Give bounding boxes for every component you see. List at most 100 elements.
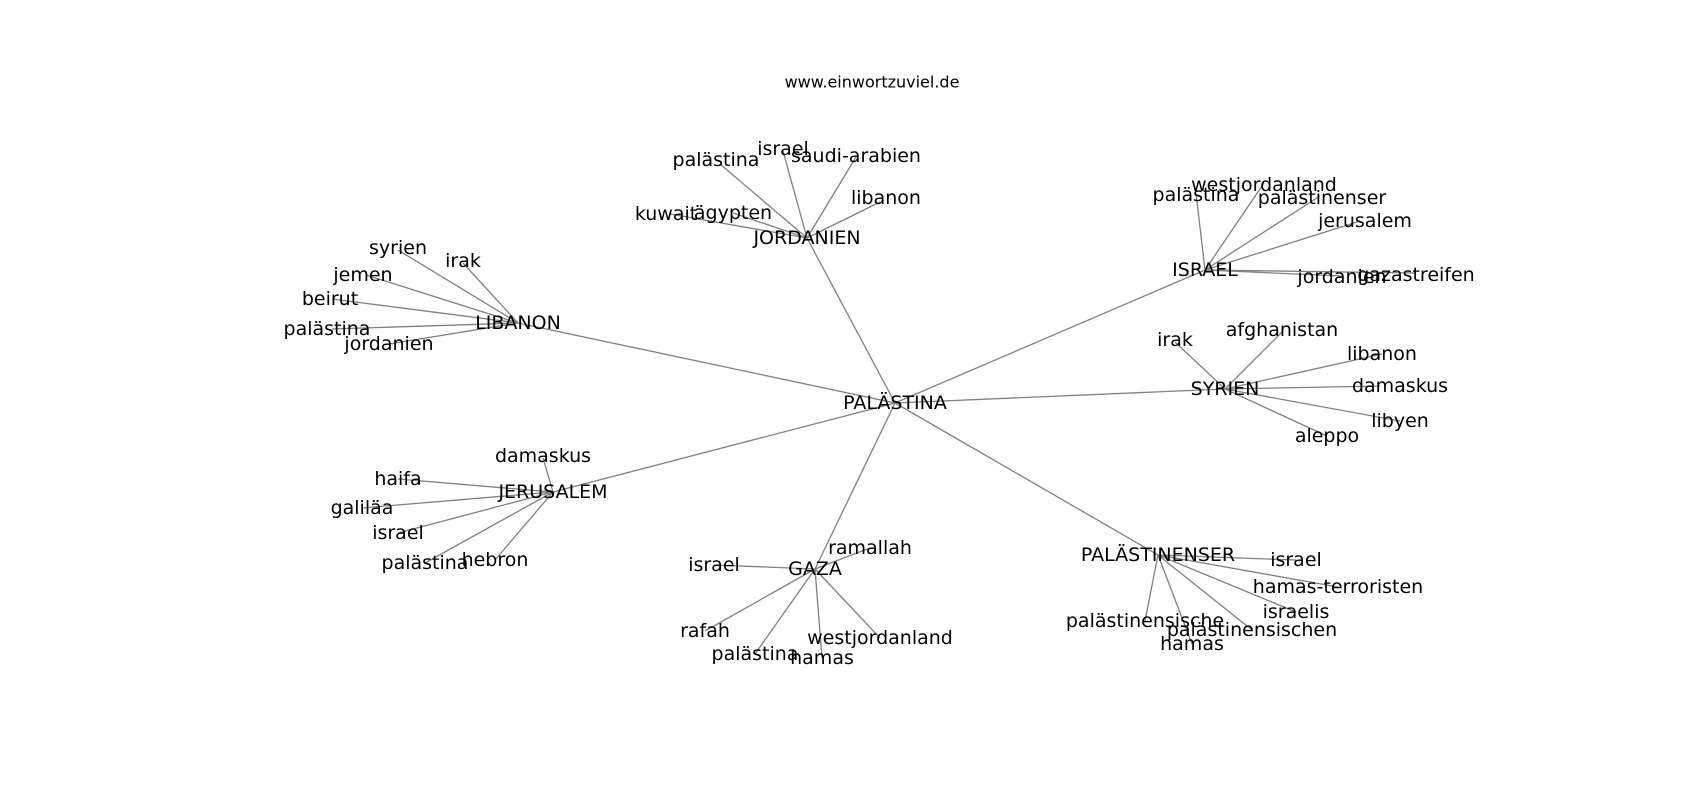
leaf-node-syrien-damaskus: damaskus [1352, 375, 1448, 397]
edge-palastinenser-palastinensische [1144, 554, 1159, 622]
edge-syrien-aleppo [1224, 388, 1328, 437]
leaf-node-jerusalem-israel: israel [372, 522, 424, 544]
edge-palastinenser-israelis [1157, 554, 1297, 613]
leaf-node-jordanien-libanon: libanon [851, 187, 921, 209]
leaf-node-palastinenser-palastinensische: palästinensische [1066, 610, 1224, 632]
edge-jordanien-libanon [806, 201, 881, 239]
leaf-node-syrien-afghanistan: afghanistan [1226, 319, 1338, 341]
root-node-palastina: PALÄSTINA [843, 391, 947, 414]
edge-jerusalem-palastina [424, 491, 554, 564]
leaf-node-israel-jordanien: jordanien [1296, 266, 1386, 288]
hub-node-libanon: LIBANON [475, 312, 561, 334]
edge-jerusalem-damaskus [542, 457, 554, 493]
leaf-node-libanon-syrien: syrien [369, 237, 427, 259]
leaf-node-jordanien-palastina: palästina [673, 149, 760, 171]
edge-palastinenser-palastinensischen [1157, 554, 1253, 631]
edge-syrien-libanon [1224, 353, 1383, 390]
edge-jerusalem-galilaa [361, 491, 554, 509]
edge-root-syrien [894, 388, 1226, 404]
hub-node-syrien: SYRIEN [1191, 378, 1260, 400]
edge-gaza-ramallah [814, 547, 871, 570]
leaf-node-jordanien-agypten: ägypten [694, 202, 772, 224]
edge-libanon-jordanien [388, 322, 519, 345]
edge-libanon-syrien [397, 249, 519, 324]
edge-root-jordanien [806, 237, 896, 404]
leaf-node-libanon-palastina: palästina [284, 318, 371, 340]
leaf-node-jerusalem-palastina: palästina [382, 552, 469, 574]
edge-jerusalem-israel [397, 491, 554, 534]
edges [331, 150, 1417, 659]
edge-palastinenser-hamas [1157, 554, 1193, 645]
leaf-node-israel-palastinenser: palästinenser [1258, 187, 1387, 209]
leaf-node-palastinenser-hamas-terroristen: hamas-terroristen [1253, 576, 1423, 598]
leaf-node-gaza-rafah: rafah [680, 620, 730, 642]
edge-root-palastinenser [894, 402, 1159, 556]
leaf-node-gaza-israel: israel [688, 554, 740, 576]
edge-jordanien-kuwait [669, 213, 808, 239]
leaf-node-gaza-hamas: hamas [790, 647, 854, 669]
edge-israel-jerusalem [1204, 220, 1361, 271]
edge-jordanien-israel [782, 150, 808, 239]
leaf-node-libanon-beirut: beirut [302, 288, 358, 310]
leaf-node-jordanien-israel: israel [757, 138, 809, 160]
edge-libanon-jemen [365, 274, 519, 324]
leaf-node-jerusalem-hebron: hebron [462, 549, 529, 571]
edge-syrien-libyen [1224, 388, 1401, 422]
edge-jordanien-saudi-arabien [806, 156, 857, 239]
edge-israel-westjordanland [1204, 182, 1265, 271]
edge-gaza-westjordanland [814, 568, 881, 639]
hub-node-israel: ISRAEL [1172, 259, 1238, 281]
leaf-node-jerusalem-damaskus: damaskus [495, 445, 591, 467]
leaf-node-libanon-jordanien: jordanien [343, 333, 433, 355]
edge-jordanien-palastina [719, 163, 808, 239]
site-label: www.einwortzuviel.de [785, 73, 960, 92]
leaf-node-libanon-jemen: jemen [332, 264, 392, 286]
leaf-node-libanon-irak: irak [445, 250, 481, 272]
leaf-node-israel-palastina: palästina [1153, 184, 1240, 206]
leaf-node-jerusalem-haifa: haifa [374, 468, 421, 490]
leaf-node-jordanien-kuwait: kuwait [635, 203, 697, 225]
leaf-node-israel-westjordanland: westjordanland [1191, 174, 1337, 196]
edge-libanon-beirut [331, 298, 519, 324]
leaf-node-syrien-libyen: libyen [1371, 410, 1429, 432]
edge-palastinenser-israel [1157, 554, 1297, 561]
edge-israel-jordanien [1204, 269, 1343, 277]
edge-jordanien-agypten [732, 212, 808, 239]
edge-syrien-irak [1174, 341, 1226, 390]
edge-jerusalem-hebron [494, 491, 554, 561]
leaf-node-palastinenser-hamas: hamas [1160, 633, 1224, 655]
edge-gaza-hamas [814, 568, 823, 659]
edge-israel-gazastreifen [1204, 269, 1417, 274]
leaf-node-syrien-irak: irak [1157, 329, 1193, 351]
leaf-node-palastinenser-israel: israel [1270, 549, 1322, 571]
edge-gaza-israel [713, 564, 816, 570]
hub-node-palastinenser: PALÄSTINENSER [1081, 543, 1235, 566]
leaf-node-gaza-palastina: palästina [712, 643, 799, 665]
edge-israel-palastina [1195, 192, 1206, 271]
leaf-node-gaza-westjordanland: westjordanland [807, 627, 953, 649]
edge-syrien-afghanistan [1224, 331, 1283, 390]
edge-libanon-palastina [331, 322, 519, 330]
leaf-node-israel-jerusalem: jerusalem [1317, 210, 1412, 232]
leaf-node-jordanien-saudi-arabien: saudi-arabien [791, 145, 921, 167]
leaf-node-syrien-aleppo: aleppo [1295, 425, 1359, 447]
leaf-node-syrien-libanon: libanon [1347, 343, 1417, 365]
edge-gaza-rafah [704, 568, 816, 632]
hub-node-jordanien: JORDANIEN [752, 227, 860, 249]
leaf-node-gaza-ramallah: ramallah [828, 537, 912, 559]
edge-libanon-irak [462, 262, 519, 324]
edge-syrien-damaskus [1224, 385, 1381, 390]
edge-root-libanon [517, 322, 896, 404]
leaf-node-israel-gazastreifen: gazastreifen [1357, 264, 1474, 286]
edge-palastinenser-hamas-terroristen [1157, 554, 1339, 588]
hub-node-jerusalem: JERUSALEM [497, 481, 607, 503]
leaf-node-palastinenser-palastinensischen: palästinensischen [1167, 619, 1337, 641]
edge-gaza-palastina [754, 568, 816, 655]
leaf-node-palastinenser-israelis: israelis [1263, 601, 1330, 623]
edge-jerusalem-haifa [397, 478, 554, 493]
node-labels: palästinaisraelsaudi-arabienlibanonkuwai… [284, 138, 1475, 669]
hub-node-gaza: GAZA [788, 558, 842, 580]
edge-root-gaza [814, 402, 896, 570]
leaf-node-jerusalem-galilaa: galiläa [331, 497, 394, 519]
